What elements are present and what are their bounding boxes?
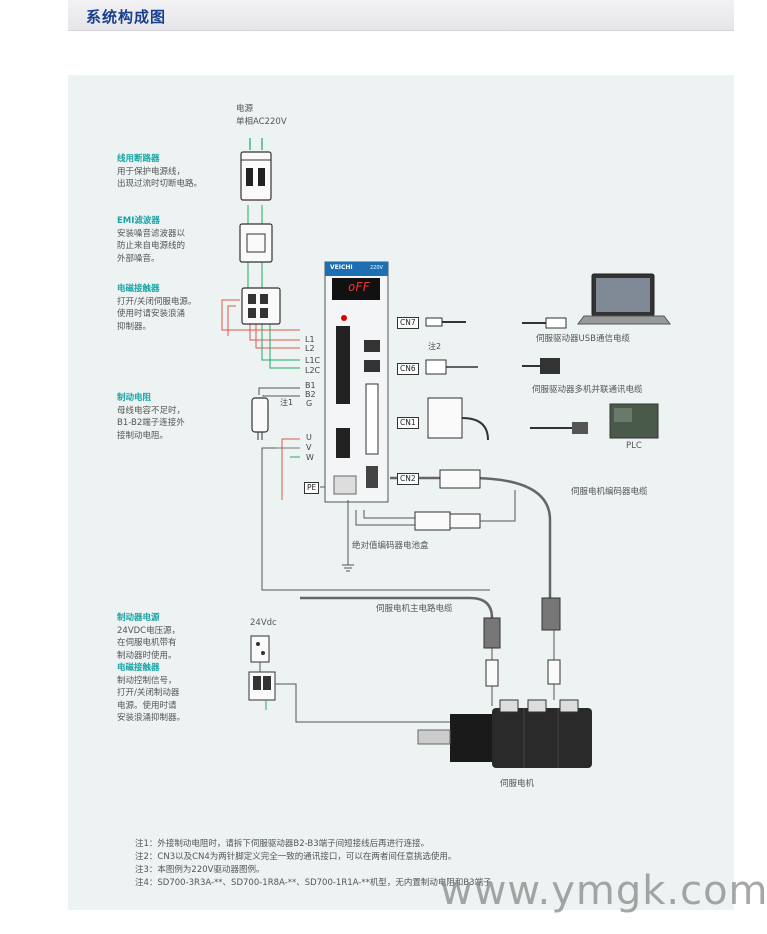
terminal-pe: PE	[304, 482, 320, 494]
main-cable	[300, 589, 494, 619]
port-cn1: CN1	[397, 417, 419, 429]
note-2: 注2：CN3以及CN4为两针脚定义完全一致的通讯接口，可以在两者间任意挑选使用。	[135, 852, 457, 862]
terminal-b2: B2	[305, 390, 316, 399]
main-cable-label: 伺服电机主电路电缆	[376, 604, 453, 614]
power-wires	[249, 138, 263, 150]
motor-label: 伺服电机	[500, 779, 535, 789]
battery-label: 绝对值编码器电池盒	[352, 541, 429, 551]
contactor-title: 电磁接触器	[117, 284, 160, 294]
emi-title: EMI滤波器	[117, 216, 160, 226]
contactor-desc: 电磁接触器 打开/关闭伺服电源。 使用时请安装浪涌 抑制器。	[117, 284, 197, 332]
rj45-cable	[425, 358, 560, 375]
port-cn2: CN2	[397, 473, 419, 485]
drive-brand: VEICHI	[330, 264, 353, 271]
battery-box	[414, 490, 516, 531]
watermark: www.ymgk.com	[440, 868, 767, 914]
brake-power-desc: 制动器电源 24VDC电压源， 在伺服电机带有 制动器时使用。 电磁接触器 制动…	[117, 613, 186, 723]
circuit-breaker	[240, 151, 272, 201]
terminal-w: W	[306, 453, 314, 462]
dc-supply	[248, 635, 470, 723]
magnetic-contactor	[241, 287, 281, 325]
servo-motor	[417, 699, 592, 768]
terminal-l2c: L2C	[305, 366, 321, 375]
page-title: 系统构成图	[86, 8, 167, 26]
drive-voltage: 220V	[370, 265, 383, 271]
terminal-b1: B1	[305, 381, 316, 390]
notes-block: 注1：外接制动电阻时，请拆下伺服驱动器B2-B3端子间短接线后再进行连接。 注2…	[135, 838, 492, 890]
brake-contactor-title: 电磁接触器	[117, 663, 160, 673]
terminal-l2: L2	[305, 344, 315, 353]
note-4: 注4：SD700-3R3A-**、SD700-1R8A-**、SD700-1R1…	[135, 878, 492, 888]
encoder-cable-label: 伺服电机编码器电缆	[571, 487, 648, 497]
servo-drive	[324, 261, 389, 503]
brake-resistor	[251, 397, 269, 440]
diagram-panel	[68, 75, 734, 910]
note-1: 注1：外接制动电阻时，请拆下伺服驱动器B2-B3端子间短接线后再进行连接。	[135, 839, 430, 849]
encoder-cable	[390, 476, 552, 598]
port-cn6: CN6	[397, 363, 419, 375]
note2-tag: 注2	[428, 342, 442, 351]
note1-tag: 注1	[280, 398, 294, 407]
main-connector	[483, 617, 501, 706]
multi-cable-label: 伺服驱动器多机并联通讯电缆	[532, 385, 643, 395]
terminal-l1: L1	[305, 335, 315, 344]
cn1-connector	[427, 397, 588, 441]
brake-resistor-title: 制动电阻	[117, 393, 152, 403]
drive-display: oFF	[348, 280, 370, 294]
brake-resistor-wires	[258, 387, 300, 397]
breaker-desc: 线用断路器 用于保护电源线， 出现过流时切断电路。	[117, 154, 203, 189]
power-label: 电源 单相AC220V	[236, 104, 287, 127]
terminal-v: V	[306, 443, 312, 452]
usb-cable-label: 伺服驱动器USB通信电缆	[536, 334, 630, 344]
header-bar	[68, 0, 734, 31]
terminal-u: U	[306, 433, 312, 442]
vdc-label: 24Vdc	[250, 618, 277, 628]
emi-filter	[239, 223, 273, 263]
laptop	[577, 273, 671, 325]
emi-desc: EMI滤波器 安装噪音滤波器以 防止来自电源线的 外部噪音。	[117, 216, 186, 264]
terminal-l1c: L1C	[305, 356, 321, 365]
plc-device	[609, 403, 659, 439]
encoder-connector	[439, 469, 561, 700]
terminal-g: G	[306, 399, 313, 408]
brake-power-title: 制动器电源	[117, 613, 160, 623]
port-cn7: CN7	[397, 317, 419, 329]
battery-wire	[342, 500, 415, 572]
uvw-wires	[261, 438, 490, 591]
usb-cable	[425, 317, 567, 329]
breaker-title: 线用断路器	[117, 154, 160, 164]
brake-resistor-desc: 制动电阻 母线电容不足时， B1-B2端子连接外 接制动电阻。	[117, 393, 186, 441]
note-3: 注3：本图例为220V驱动器图例。	[135, 865, 265, 875]
power-wires-lower	[221, 205, 300, 369]
plc-label: PLC	[626, 441, 642, 451]
